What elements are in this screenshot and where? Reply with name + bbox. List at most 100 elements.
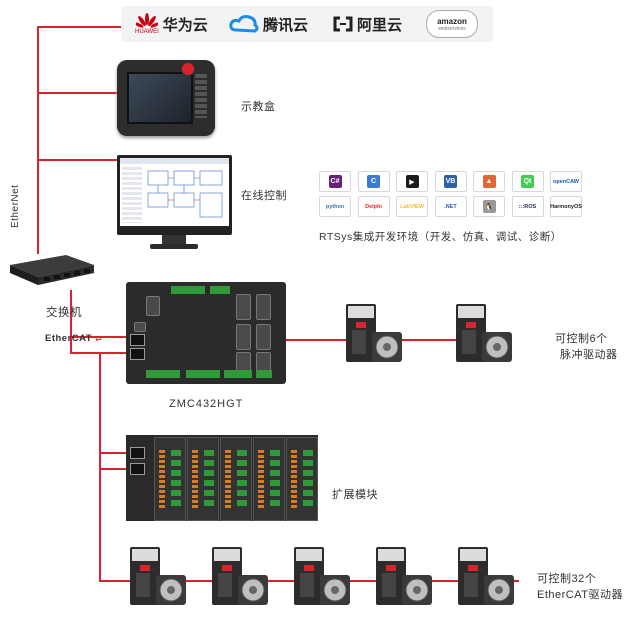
terminal-block [224,370,252,378]
tencent-cloud-name: 腾讯云 [263,16,309,34]
qt-glyph: Qt [521,175,534,188]
huawei-brand-text: HUAWEI [135,29,159,35]
labview-icon: ▶ [396,171,428,192]
cloud-provider-bar: HUAWEI 华为云 腾讯云 阿里云 amazon webservices [121,6,493,42]
matlab-icon: ▲ [473,171,505,192]
python-icon: python [319,196,351,217]
ethercat-servo-drive-3 [290,545,362,618]
vb-icon: VB [434,171,467,192]
network-switch [6,251,96,287]
wire-to-expansion-1 [99,452,129,454]
controller-model-label: ZMC432HGT [169,398,244,410]
pulse-servo-drive-1 [342,302,414,375]
huawei-cloud-logo: HUAWEI 华为云 [135,6,208,42]
ethernet-label: EtherNet [10,184,21,228]
ros-icon: :::ROS [511,196,544,217]
delphi-icon: Delphi [357,196,390,217]
amazon-cloud-logo: amazon webservices [426,6,478,42]
ethernet-trunk-vertical [37,26,39,254]
terminal-block [210,286,230,294]
switch-down-wire [70,290,72,352]
huawei-cloud-name: 华为云 [162,16,208,34]
software-diagram-icon [147,170,223,218]
wire-to-pendant [37,92,117,94]
emergency-stop-button-icon [181,62,195,76]
rj45-ethercat-port [130,348,145,360]
expansion-modules [126,435,318,521]
terminal-block [146,370,180,378]
teach-pendant-label: 示教盒 [241,101,276,113]
ethercat-servo-drive-4 [372,545,444,618]
vga-port [146,296,160,316]
pulse-servo-drive-2 [452,302,524,375]
ethercat-servo-drive-1 [126,545,198,618]
usb-port [134,322,146,332]
harmonyos-glyph: HarmonyOS [550,203,582,210]
controller-zmc432hgt [126,282,286,384]
ethercat-branch-left [99,352,101,582]
ethercat-servo-drive-5 [454,545,526,618]
huawei-flower-icon [135,13,158,28]
amazon-name: amazon [437,16,467,26]
io-expansion-module [286,437,318,521]
pendant-keypad [195,74,207,118]
aliyun-logo: 阿里云 [333,6,402,42]
wire-to-expansion-2 [99,468,129,470]
qt-icon: Qt [511,171,544,192]
db-port [236,324,251,350]
wire-to-pc [37,159,117,161]
switch-label: 交换机 [46,307,82,319]
terminal-block [186,370,220,378]
ethercat-drivers-label-line2: EtherCAT驱动器 [537,589,623,601]
labview2-glyph: LabVIEW [400,203,424,210]
ethercat-down-wire [70,352,126,354]
expansion-modules-label: 扩展模块 [332,489,378,501]
db-port [236,352,251,372]
pulse-drivers-label-line1: 可控制6个 [555,333,608,345]
dotnet-icon: .NET [434,196,467,217]
ethercat-drivers-label-line1: 可控制32个 [537,573,597,585]
vb-glyph: VB [444,175,457,188]
teach-pendant-device [117,60,215,136]
db-port [256,352,271,372]
expansion-rj45-out [130,463,145,475]
ethercat-arrow-icon: ⇄ [95,334,103,343]
monitor-screen [120,158,229,226]
monitor-stand [162,235,186,245]
ethercat-logo-label: EtherCAT ⇄ [45,333,102,344]
io-expansion-module [154,437,186,521]
c-sharp-glyph: C# [328,175,342,188]
tencent-cloud-icon [229,15,259,33]
rj45-ethernet-port [130,334,145,346]
pulse-drivers-label-line2: 脉冲驱动器 [560,349,618,361]
io-expansion-module [253,437,285,521]
terminal-block [256,370,272,378]
dotnet-glyph: .NET [444,203,457,210]
harmonyos-icon: HarmonyOS [550,196,582,217]
ethercat-servo-drive-2 [208,545,280,618]
delphi-glyph: Delphi [365,203,382,210]
python-glyph: python [325,203,345,210]
openclaw-icon: openCAW [550,171,582,192]
c-sharp-icon: C# [319,171,351,192]
linux-glyph: 🐧 [482,200,496,213]
labview-glyph: ▶ [405,175,419,188]
teach-pendant-screen [127,72,193,124]
ethercat-logo-text: EtherCAT [45,333,93,344]
wire-to-cloud [37,26,123,28]
c-lang-icon: C [357,171,390,192]
pc-monitor [117,155,232,235]
online-control-label: 在线控制 [241,190,287,202]
io-expansion-module [187,437,219,521]
linux-icon: 🐧 [473,196,505,217]
io-expansion-module [220,437,252,521]
wire-switch-to-controller [70,336,126,338]
terminal-block [171,286,205,294]
matlab-glyph: ▲ [482,175,496,188]
switch-body-icon [10,255,94,285]
expansion-rj45-in [130,447,145,459]
db-port [256,324,271,350]
aliyun-bracket-icon [333,16,353,32]
tencent-cloud-logo: 腾讯云 [229,6,308,42]
db-port [236,294,251,320]
